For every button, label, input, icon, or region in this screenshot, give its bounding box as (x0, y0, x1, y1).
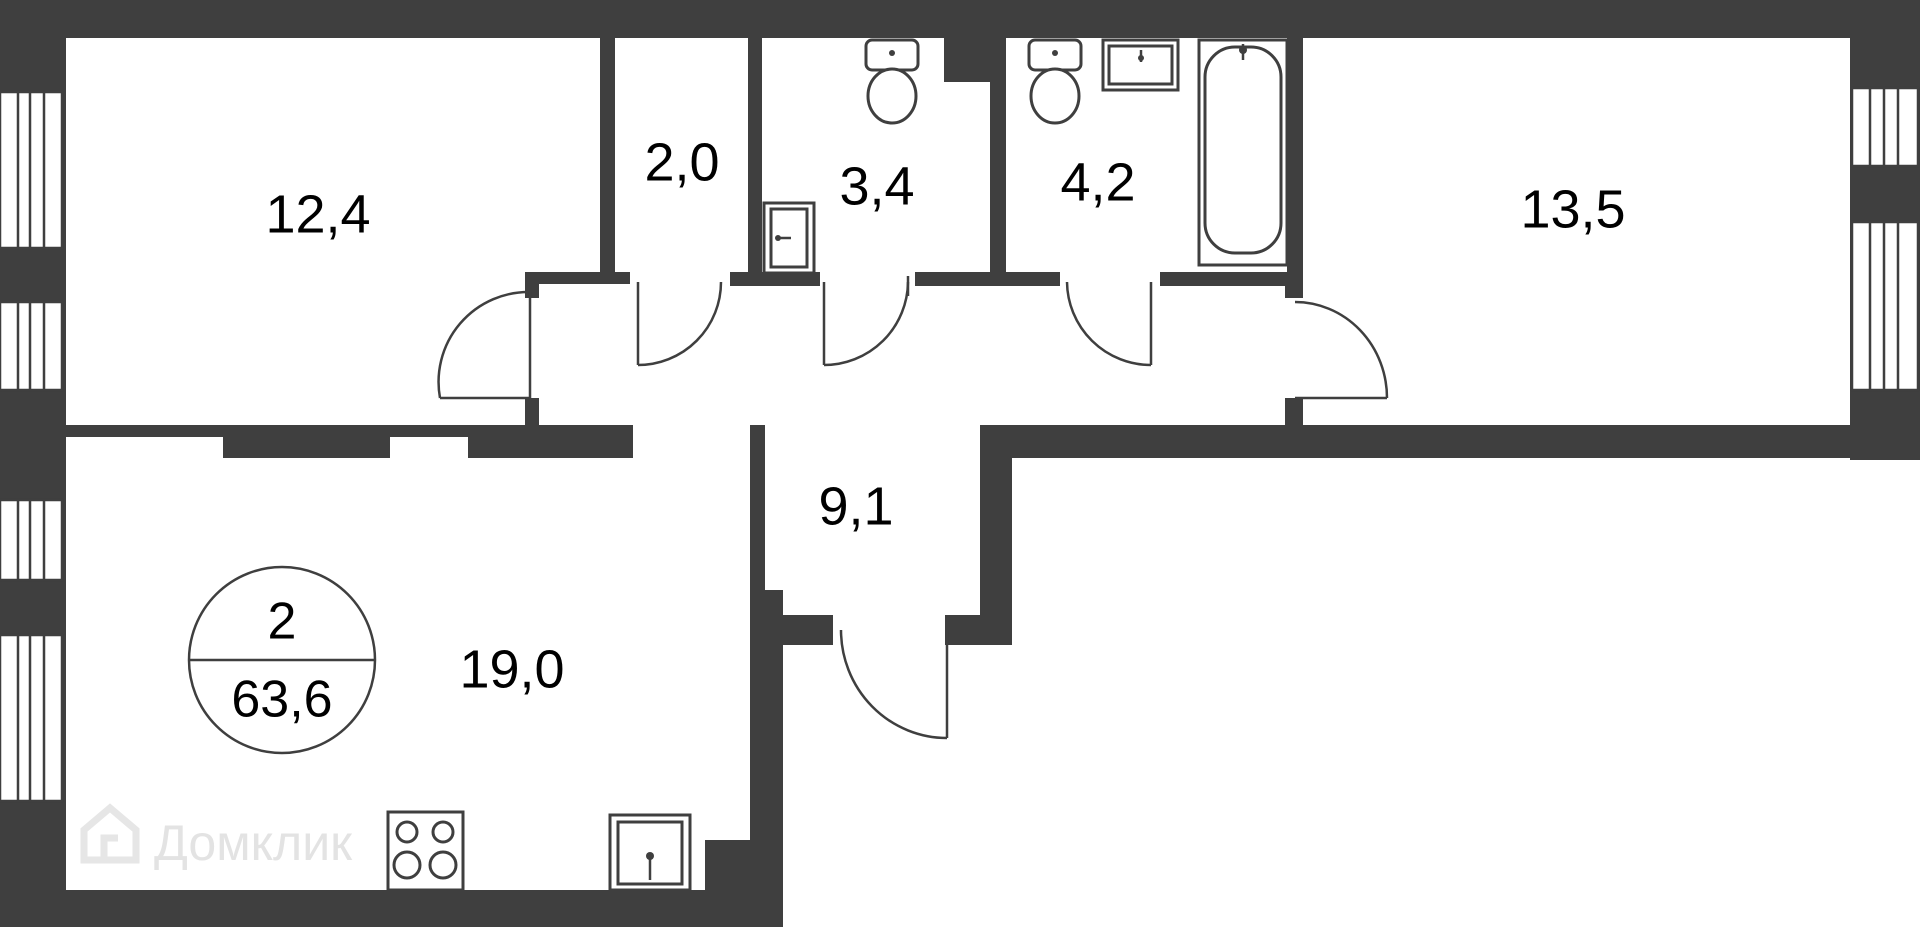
bedroom-kitchen-wall-seg1 (223, 425, 390, 458)
stove-icon (386, 810, 465, 892)
toilet-icon-1 (864, 38, 920, 125)
bedroom-kitchen-wall-seg2 (468, 425, 633, 458)
fixtures (386, 38, 1289, 892)
toilet-left-wall (748, 38, 762, 276)
windows (0, 86, 1920, 803)
doors (437, 276, 1389, 740)
total-area: 63,6 (231, 671, 332, 729)
room-area-room: 13,5 (1520, 179, 1625, 239)
room-area-bedroom: 12,4 (265, 184, 370, 244)
toilet-icon-2 (1027, 38, 1083, 125)
apartment-summary-badge: 2 63,6 (187, 565, 377, 755)
door-entrance (839, 629, 949, 740)
room-area-hall: 9,1 (818, 476, 893, 536)
window-room-right (1850, 86, 1920, 392)
room-bottom-wall (980, 425, 1920, 458)
room-door-stub-bottom (1285, 398, 1303, 428)
room-area-bathroom: 4,2 (1060, 152, 1135, 212)
room-door-stub-top (1285, 282, 1303, 298)
window-kitchen-left (0, 498, 64, 803)
hall-left-wall (750, 425, 765, 625)
room-area-kitchen: 19,0 (459, 639, 564, 699)
sink-icon-toilet (762, 201, 816, 275)
kitchen-corner-hole (724, 862, 748, 886)
watermark: Домклик (80, 803, 353, 871)
top-wall (0, 0, 1920, 38)
corridor-wall-3 (915, 272, 1060, 286)
bottom-wall (0, 890, 783, 927)
door-closet (636, 281, 723, 367)
entry-left-jamb-top (765, 595, 783, 645)
bathroom-right-wall (1287, 38, 1303, 296)
bedroom-door-stub-bottom (525, 398, 539, 428)
door-toilet (822, 276, 910, 367)
toilet-right-wall (990, 38, 1006, 276)
domclick-logo-icon (80, 803, 140, 864)
door-bedroom (437, 290, 532, 400)
shaft-hole (958, 38, 982, 66)
door-room (1294, 300, 1389, 400)
rooms-count: 2 (268, 593, 297, 651)
bathtub-icon (1197, 38, 1289, 267)
door-bathroom (1065, 281, 1153, 367)
window-bedroom-left (0, 90, 64, 392)
sink-icon-bathroom (1101, 38, 1180, 92)
room-area-closet: 2,0 (644, 132, 719, 192)
room-labels: 12,4 2,0 3,4 4,2 13,5 9,1 19,0 (265, 132, 1625, 699)
sink-icon-kitchen (608, 813, 692, 892)
entry-right-jamb (945, 615, 1012, 645)
watermark-text: Домклик (154, 815, 353, 871)
closet-left-wall (600, 38, 615, 276)
corridor-wall-4 (1160, 272, 1290, 286)
room-area-toilet: 3,4 (839, 156, 914, 216)
corridor-wall-2 (730, 272, 820, 286)
hall-right-wall (980, 425, 1012, 645)
